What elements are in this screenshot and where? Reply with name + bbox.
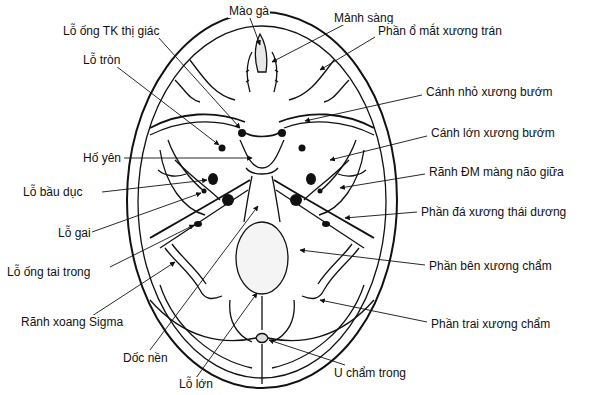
part-label: Lỗ gai [57,226,92,240]
part-label: Mảnh sàng [333,11,394,25]
leader-lines [92,18,427,378]
part-label: Cánh nhỏ xương bướm [425,85,554,99]
part-label: U chẩm trong [333,366,407,380]
part-label: Mào gà [228,4,270,18]
part-label: Lỗ ống tai trong [6,265,91,279]
part-label: Hố yên [82,151,122,165]
part-label: Rãnh xoang Sigma [20,315,124,329]
part-label: Phần bên xương chẩm [428,259,553,273]
part-label: Dốc nền [122,351,169,365]
foramina [194,129,330,227]
part-label: Lỗ lớn [178,377,214,391]
part-label: Lỗ tròn [82,53,121,67]
part-label: Lỗ ống TK thị giác [62,24,161,38]
part-label: Phần đá xương thái dương [420,205,567,219]
skull-outline [127,12,397,388]
part-label: Lỗ bầu dục [22,185,83,199]
part-label: Phần trai xương chẩm [430,317,551,331]
part-label: Cánh lớn xương bướm [430,126,556,140]
part-label: Rãnh ĐM màng não giữa [428,165,565,179]
part-label: Phần ổ mắt xương trán [377,24,503,38]
